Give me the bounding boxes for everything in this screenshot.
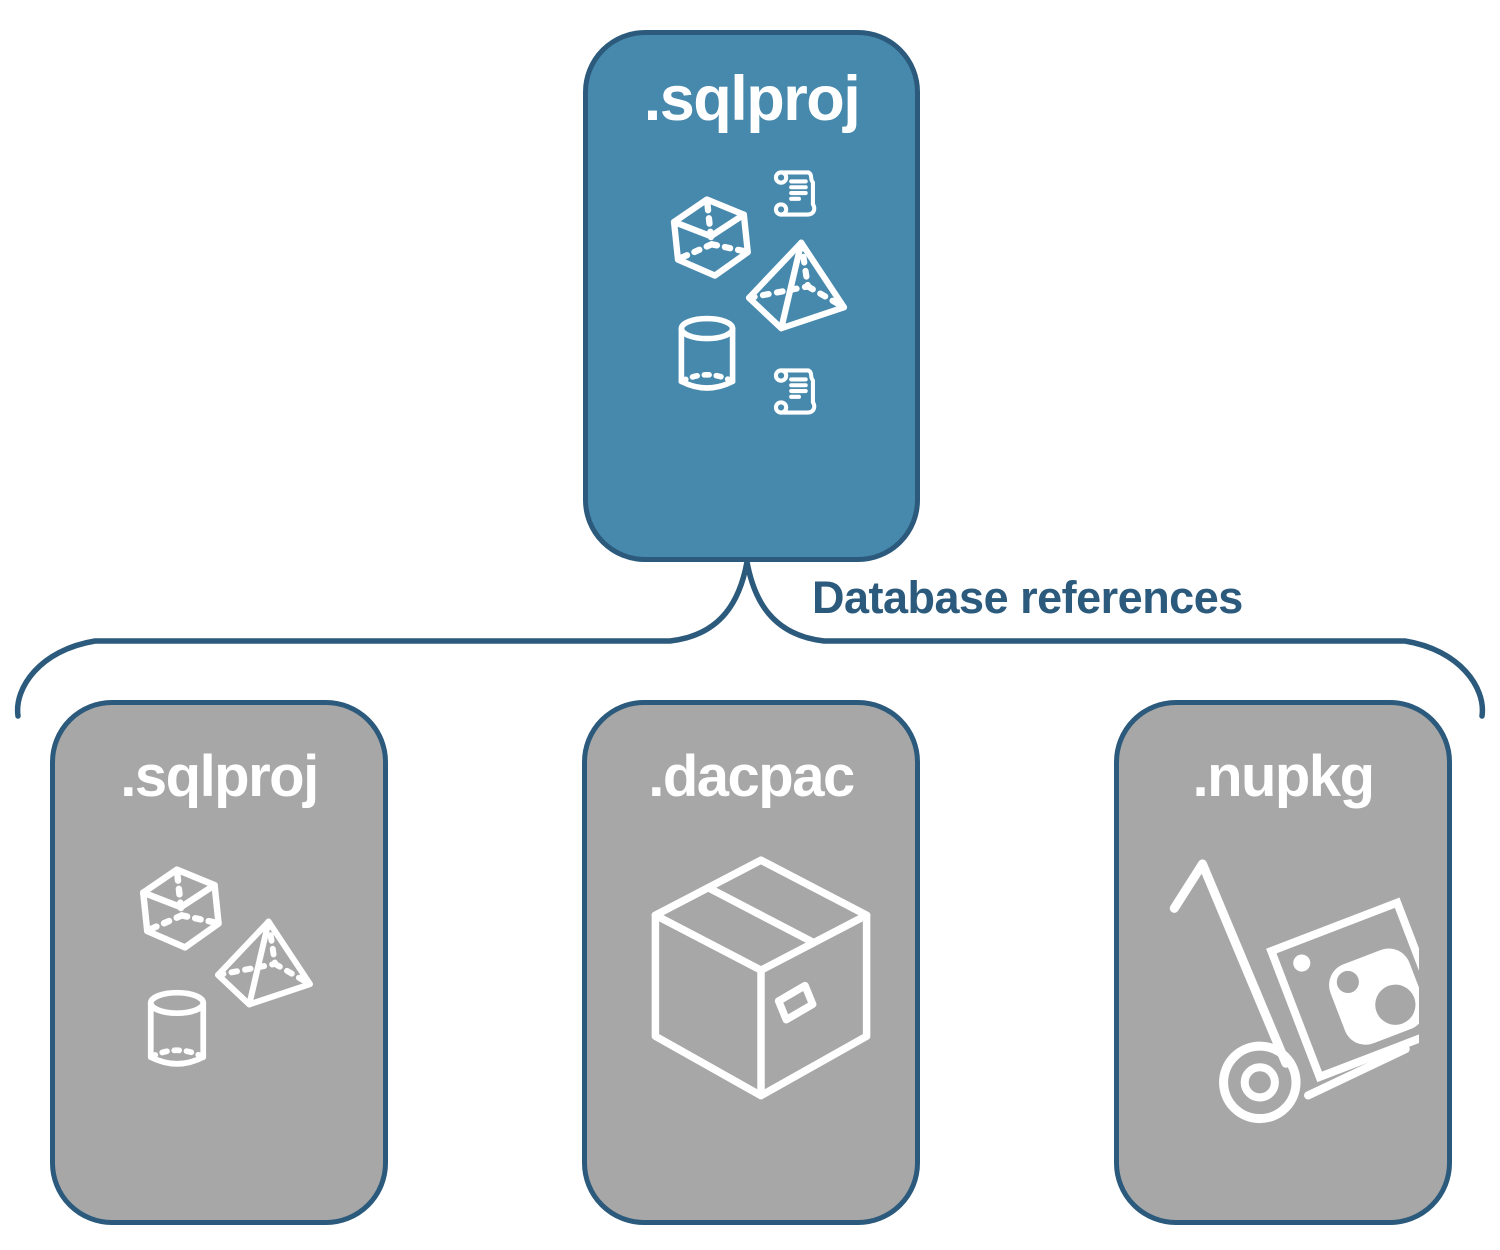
nuget-hand-truck-icon xyxy=(1167,857,1419,1189)
child-node-label: .sqlproj xyxy=(120,744,319,809)
database-cylinder-icon xyxy=(674,315,740,395)
script-scroll-icon xyxy=(768,165,826,223)
root-node-sqlproj: .sqlproj xyxy=(583,30,920,562)
child-node-label: .dacpac xyxy=(648,744,855,809)
connector-label: Database references xyxy=(812,572,1243,623)
database-cylinder-icon xyxy=(143,989,211,1071)
pyramid-icon xyxy=(744,238,849,333)
cube-icon xyxy=(666,193,756,283)
pyramid-icon xyxy=(213,917,315,1009)
child-node-dacpac: .dacpac xyxy=(582,700,920,1225)
child-node-label: .nupkg xyxy=(1192,744,1375,809)
root-node-label: .sqlproj xyxy=(643,64,861,134)
child-node-nupkg: .nupkg xyxy=(1114,700,1452,1225)
child-node-sqlproj: .sqlproj xyxy=(50,700,388,1225)
script-scroll-icon xyxy=(768,363,826,421)
package-box-icon xyxy=(640,843,882,1115)
